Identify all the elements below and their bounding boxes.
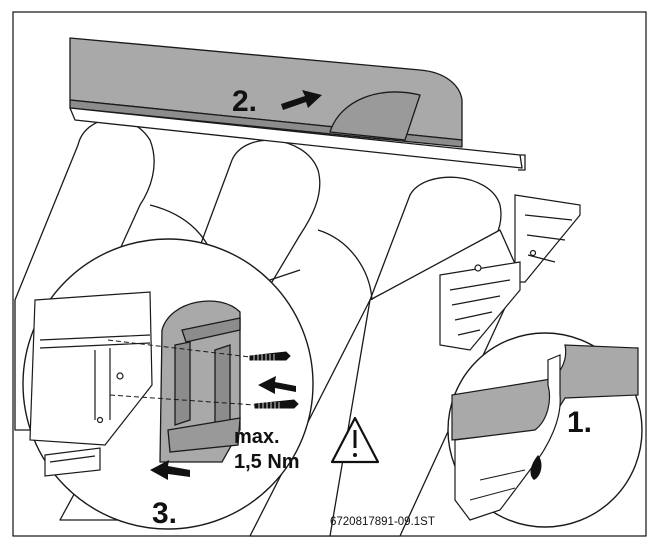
figure-code: 6720817891-09.1ST bbox=[330, 516, 435, 528]
detail-circle-right bbox=[447, 332, 643, 528]
arrow-icon-push bbox=[258, 376, 296, 394]
step-2-label: 2. bbox=[232, 85, 257, 118]
detail-circle-left bbox=[22, 238, 314, 530]
torque-label-line1: max. bbox=[234, 426, 280, 448]
cover-profile bbox=[69, 37, 526, 171]
arrow-icon-step-3 bbox=[150, 460, 190, 480]
step-3-label: 3. bbox=[152, 497, 177, 530]
step-1-label: 1. bbox=[567, 406, 592, 439]
arrow-icon-step-2 bbox=[281, 90, 322, 110]
mounting-rails bbox=[439, 194, 581, 351]
torque-label-line2: 1,5 Nm bbox=[234, 451, 300, 473]
warning-triangle-icon bbox=[330, 416, 380, 464]
